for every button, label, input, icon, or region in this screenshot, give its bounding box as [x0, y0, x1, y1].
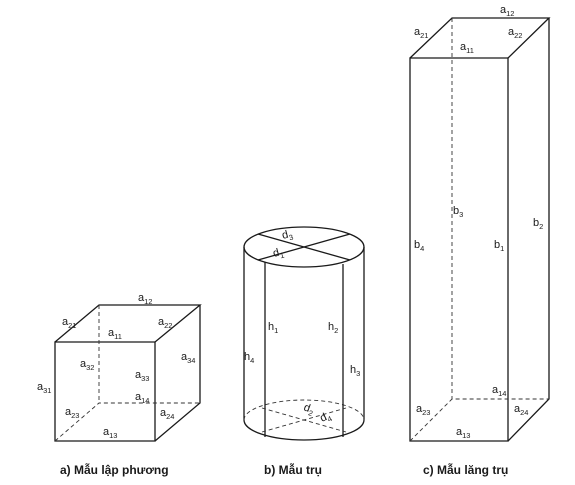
prism-label-a21: a21: [414, 26, 428, 40]
prism-label-b1: b1: [494, 239, 504, 253]
cube-label-a13: a13: [103, 426, 117, 440]
prism-top-face: [409, 17, 551, 59]
cylinder-bottom-front-arc: [243, 419, 365, 441]
cylinder-label-h4: h4: [244, 351, 254, 365]
prism-label-b4: b4: [414, 239, 424, 253]
prism-figure: a12 a21 a22 a11 b3 b2 b4 b1 a14 a23 a24 …: [409, 4, 551, 442]
prism-caption: c) Mẫu lăng trụ: [423, 463, 509, 477]
prism-label-b3: b3: [453, 205, 463, 219]
prism-label-a22: a22: [508, 26, 522, 40]
cylinder-label-d1: d1: [272, 246, 286, 262]
cube-label-a23: a23: [65, 406, 79, 420]
prism-label-a11: a11: [460, 41, 474, 55]
prism-label-a13: a13: [456, 426, 470, 440]
cube-label-a31: a31: [37, 381, 51, 395]
cylinder-top-diameter-2: [257, 233, 351, 261]
cylinder-label-h3: h3: [350, 364, 360, 378]
prism-label-a23: a23: [416, 403, 430, 417]
cube-figure: a21 a12 a22 a11 a32 a33 a34 a31 a14 a23 …: [37, 292, 202, 442]
cylinder-label-h1: h1: [268, 321, 278, 335]
prism-label-a14: a14: [492, 384, 506, 398]
cylinder-bottom-diameter-2: [261, 407, 347, 433]
cube-label-a11: a11: [108, 327, 122, 341]
cube-label-a24: a24: [160, 407, 174, 421]
cube-right-face: [154, 305, 201, 442]
cube-top-face: [54, 304, 202, 343]
cylinder-label-d2: d2: [301, 402, 315, 419]
cylinder-label-d4: d4: [318, 409, 333, 426]
cylinder-caption: b) Mẫu trụ: [264, 463, 322, 477]
cylinder-label-h2: h2: [328, 321, 338, 335]
prism-label-b2: b2: [533, 217, 543, 231]
cube-label-a21: a21: [62, 316, 76, 330]
cube-label-a12: a12: [138, 292, 152, 306]
prism-label-a24: a24: [514, 403, 528, 417]
cube-label-a22: a22: [158, 316, 172, 330]
prism-label-a12: a12: [500, 4, 514, 18]
cube-caption: a) Mẫu lập phương: [60, 463, 169, 477]
cylinder-figure: d3 d1 h1 h2 h4 h3 d2 d4: [243, 226, 365, 441]
cube-label-a34: a34: [181, 351, 195, 365]
cube-label-a32: a32: [80, 358, 94, 372]
cylinder-bottom-back-arc: [243, 399, 365, 421]
cube-label-a33: a33: [135, 369, 149, 383]
cylinder-label-d3: d3: [281, 228, 295, 244]
cube-label-a14: a14: [135, 391, 149, 405]
cube-hidden-edges: [54, 402, 200, 442]
